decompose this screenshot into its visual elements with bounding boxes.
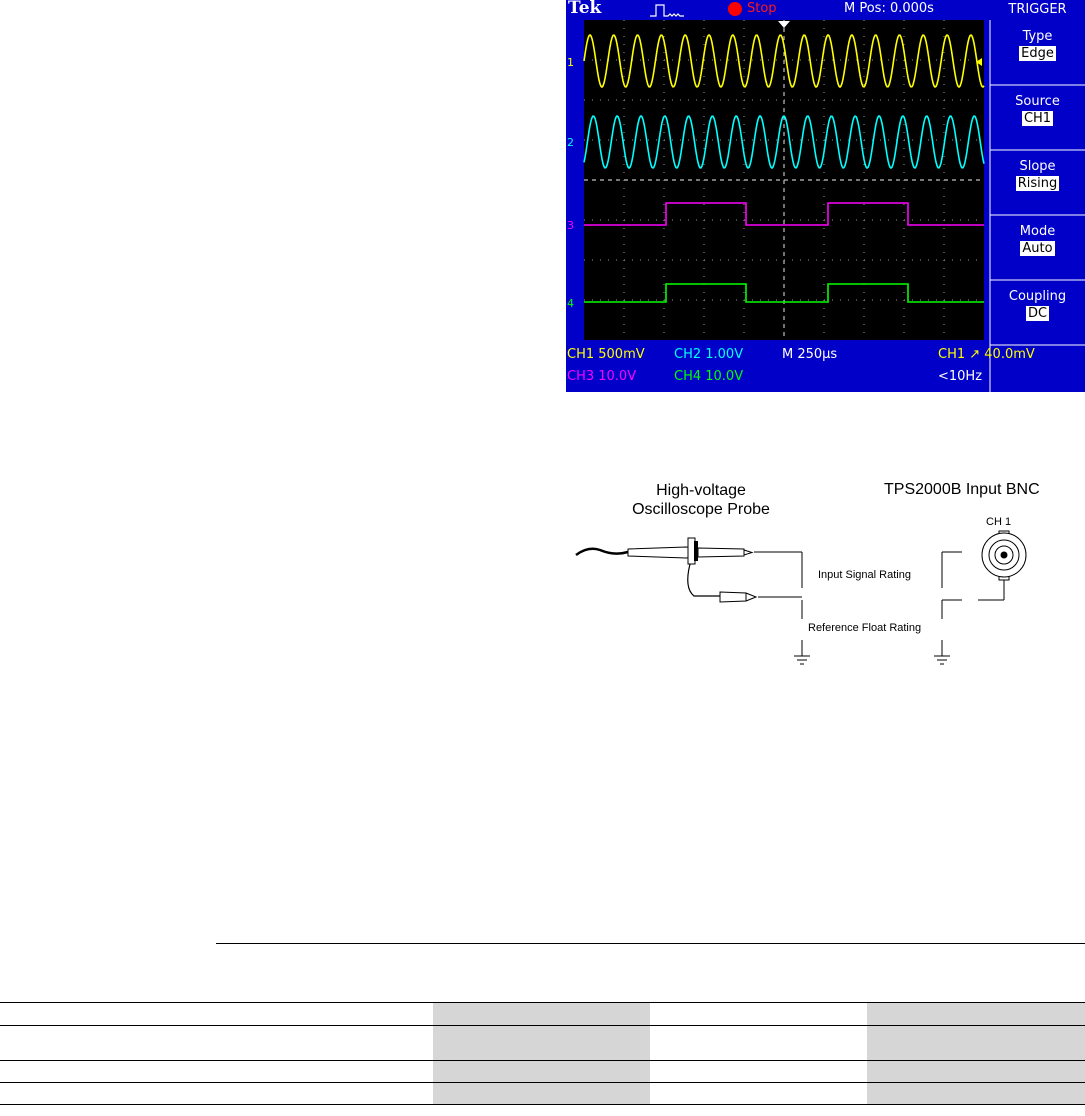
menu-value: CH1: [1021, 111, 1054, 126]
table-row: [0, 1025, 1085, 1061]
table-cell: [867, 1060, 1085, 1083]
ch3-marker: 3: [567, 219, 574, 232]
trigger-position-icon: [778, 21, 790, 28]
table-cell: [217, 1025, 433, 1061]
probe-tip-body: [697, 547, 745, 558]
run-state: Stop: [747, 1, 777, 16]
table-cell: [217, 1060, 433, 1083]
trigger-readout: CH1 ↗ 40.0mV: [938, 347, 1035, 362]
table-cell: [650, 1025, 867, 1061]
ch2-trace: [583, 114, 985, 170]
menu-item-mode[interactable]: Mode Auto: [1019, 224, 1056, 256]
probe-connection-diagram: High-voltage Oscilloscope Probe TPS2000B…: [566, 476, 1085, 676]
ch1-marker: 1: [567, 56, 574, 69]
acquire-icon: [650, 4, 684, 17]
table-cell: [217, 1082, 433, 1105]
timebase-readout: M 250µs: [782, 347, 838, 362]
menu-value: DC: [1025, 306, 1050, 321]
ch4-marker: 4: [567, 297, 574, 310]
probe-guard: [687, 537, 696, 565]
table-cell: [433, 1082, 650, 1105]
probe-title: High-voltage Oscilloscope Probe: [632, 482, 770, 518]
graticule: [584, 20, 984, 340]
table-cell: [0, 1025, 217, 1061]
table-cell: [433, 1060, 650, 1083]
menu-item-slope[interactable]: Slope Rising: [1015, 159, 1060, 191]
frequency-readout: <10Hz: [938, 369, 983, 384]
table-cell: [867, 1082, 1085, 1105]
ground-lead: [687, 563, 720, 597]
table-cell: [867, 1002, 1085, 1026]
probe-cable: [575, 547, 629, 557]
ch3-trace: [584, 202, 984, 226]
probe-tip: [743, 549, 754, 556]
menu-title: TRIGGER: [1008, 2, 1067, 17]
horizontal-position: M Pos: 0.000s: [844, 1, 934, 16]
bnc-connector-icon: [981, 530, 1027, 581]
table-cell: [650, 1002, 867, 1026]
table-cell: [433, 1025, 650, 1061]
diagram-drawing: [575, 530, 1027, 665]
horizontal-rule: [216, 943, 1085, 944]
channel-label: CH 1: [986, 516, 1012, 528]
table-cell: [433, 1002, 650, 1026]
table-row: [0, 1002, 1085, 1026]
ch3-readout: CH3 10.0V: [567, 369, 637, 384]
ch2-readout: CH2 1.00V: [674, 347, 744, 362]
menu-item-coupling[interactable]: Coupling DC: [1008, 289, 1067, 321]
waveform-display: [583, 20, 1085, 392]
brand-logo: Tek: [568, 0, 602, 18]
input-rating-label: Input Signal Rating: [818, 569, 911, 581]
ground-clip: [719, 591, 747, 603]
menu-item-type[interactable]: Type Edge: [1019, 29, 1056, 61]
ratings-table: [0, 1002, 1085, 1105]
menu-value: Edge: [1019, 46, 1056, 61]
ch4-readout: CH4 10.0V: [674, 369, 744, 384]
float-rating-label: Reference Float Rating: [808, 622, 922, 634]
menu-value: Rising: [1015, 176, 1060, 191]
bnc-title: TPS2000B Input BNC: [884, 481, 1040, 498]
table-cell: [650, 1060, 867, 1083]
ch4-trace: [584, 283, 984, 303]
table-cell: [867, 1025, 1085, 1061]
ch1-trace: [583, 33, 985, 89]
table-cell: [0, 1002, 217, 1026]
stop-indicator-icon: [728, 2, 742, 16]
table-row: [0, 1060, 1085, 1083]
ch1-readout: CH1 500mV: [567, 347, 645, 362]
waveform-traces: [583, 33, 985, 303]
table-row: [0, 1082, 1085, 1105]
oscilloscope-screen: Tek Stop M Pos: 0.000s TRIGGER Type Edge…: [566, 0, 1085, 392]
table-cell: [217, 1002, 433, 1026]
ch2-marker: 2: [567, 136, 574, 149]
table-cell: [650, 1082, 867, 1105]
menu-value: Auto: [1020, 241, 1055, 256]
menu-item-source[interactable]: Source CH1: [1015, 94, 1060, 126]
trigger-level-icon: [976, 58, 982, 66]
table-cell: [0, 1060, 217, 1083]
table-cell: [0, 1082, 217, 1105]
